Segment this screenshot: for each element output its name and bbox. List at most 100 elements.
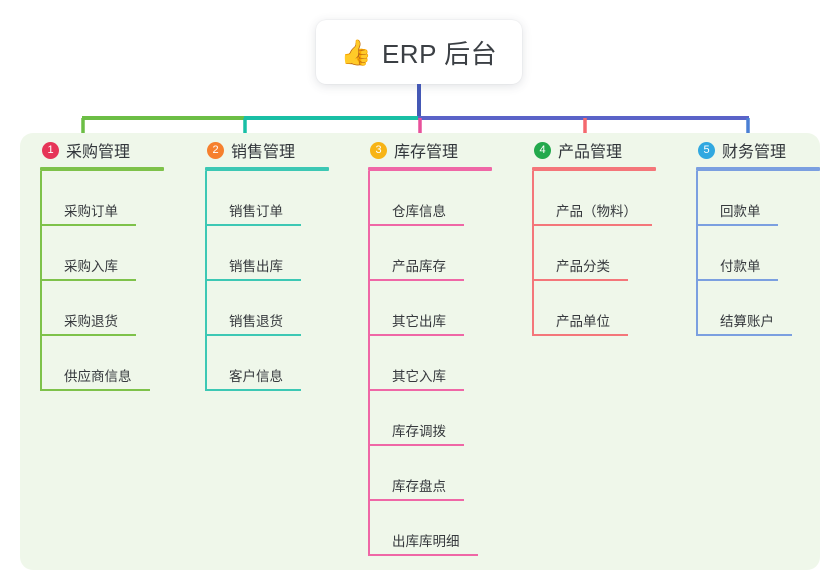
thumbs-up-icon: 👍 xyxy=(340,37,372,67)
column-container: 1 采购管理采购订单采购入库采购退货供应商信息 2 销售管理销售订单销售出库销售退货客… xyxy=(20,133,820,570)
list-item[interactable]: 出库库明细 xyxy=(370,501,512,556)
diagram-title: ERP 后台 xyxy=(381,38,498,69)
list-item[interactable]: 采购订单 xyxy=(42,171,185,226)
list-item-label: 其它出库 xyxy=(392,314,446,329)
list-item-label: 销售退货 xyxy=(229,314,283,329)
list-item-label: 回款单 xyxy=(720,204,761,219)
list-item-label: 销售出库 xyxy=(229,259,283,274)
column-spine xyxy=(696,171,698,336)
list-item-label: 结算账户 xyxy=(720,314,774,329)
list-item-rule xyxy=(370,389,464,391)
list-item[interactable]: 仓库信息 xyxy=(370,171,512,226)
list-item-label: 产品库存 xyxy=(392,259,446,274)
diagram-panel xyxy=(20,133,820,570)
list-item-rule xyxy=(370,279,464,281)
list-item-label: 销售订单 xyxy=(229,204,283,219)
column-header[interactable]: 2 销售管理 xyxy=(185,133,348,167)
list-item-rule xyxy=(370,224,464,226)
list-item[interactable]: 客户信息 xyxy=(207,336,348,391)
list-item-label: 产品分类 xyxy=(556,259,610,274)
list-item-label: 其它入库 xyxy=(392,369,446,384)
column-2: 2 销售管理销售订单销售出库销售退货客户信息 xyxy=(185,133,348,570)
list-item-rule xyxy=(370,334,464,336)
column-title: 库存管理 xyxy=(394,144,459,161)
column-5: 5 财务管理回款单付款单结算账户 xyxy=(676,133,820,570)
list-item-rule xyxy=(534,334,628,336)
column-header-rule xyxy=(40,167,164,171)
column-1: 1 采购管理采购订单采购入库采购退货供应商信息 xyxy=(20,133,185,570)
list-item-label: 仓库信息 xyxy=(392,204,446,219)
column-number-badge: 2 xyxy=(207,141,224,159)
list-item-rule xyxy=(370,554,478,556)
list-item-label: 库存调拨 xyxy=(392,424,446,439)
column-header-rule xyxy=(696,167,820,171)
list-item-label: 供应商信息 xyxy=(64,369,132,384)
list-item[interactable]: 付款单 xyxy=(698,226,820,281)
list-item-label: 库存盘点 xyxy=(392,479,446,494)
list-item[interactable]: 产品库存 xyxy=(370,226,512,281)
list-item-label: 产品（物料） xyxy=(556,204,637,219)
list-item-label: 出库库明细 xyxy=(392,534,460,549)
list-item-rule xyxy=(698,334,792,336)
column-header-rule xyxy=(532,167,656,171)
column-header-rule xyxy=(368,167,492,171)
column-header[interactable]: 5 财务管理 xyxy=(676,133,820,167)
column-items: 采购订单采购入库采购退货供应商信息 xyxy=(40,171,185,391)
list-item[interactable]: 库存盘点 xyxy=(370,446,512,501)
column-spine xyxy=(368,171,370,556)
list-item-rule xyxy=(42,389,150,391)
column-items: 销售订单销售出库销售退货客户信息 xyxy=(205,171,348,391)
list-item-label: 采购退货 xyxy=(64,314,118,329)
list-item-label: 客户信息 xyxy=(229,369,283,384)
list-item[interactable]: 采购退货 xyxy=(42,281,185,336)
list-item-rule xyxy=(370,444,464,446)
list-item[interactable]: 回款单 xyxy=(698,171,820,226)
list-item[interactable]: 结算账户 xyxy=(698,281,820,336)
list-item[interactable]: 其它入库 xyxy=(370,336,512,391)
column-title: 采购管理 xyxy=(66,144,131,161)
column-number-badge: 1 xyxy=(42,141,59,159)
column-header[interactable]: 1 采购管理 xyxy=(20,133,185,167)
list-item[interactable]: 产品分类 xyxy=(534,226,676,281)
list-item[interactable]: 产品（物料） xyxy=(534,171,676,226)
list-item[interactable]: 供应商信息 xyxy=(42,336,185,391)
list-item[interactable]: 其它出库 xyxy=(370,281,512,336)
list-item-rule xyxy=(207,334,301,336)
list-item-rule xyxy=(207,279,301,281)
column-title: 产品管理 xyxy=(558,144,623,161)
column-number-badge: 4 xyxy=(534,141,551,159)
column-4: 4 产品管理产品（物料） 产品分类产品单位 xyxy=(512,133,676,570)
list-item[interactable]: 销售退货 xyxy=(207,281,348,336)
list-item-label: 产品单位 xyxy=(556,314,610,329)
column-header[interactable]: 3 库存管理 xyxy=(348,133,512,167)
list-item[interactable]: 产品单位 xyxy=(534,281,676,336)
list-item[interactable]: 库存调拨 xyxy=(370,391,512,446)
list-item-rule xyxy=(207,224,301,226)
column-spine xyxy=(532,171,534,336)
column-title: 财务管理 xyxy=(722,144,787,161)
list-item[interactable]: 采购入库 xyxy=(42,226,185,281)
column-spine xyxy=(205,171,207,391)
column-items: 产品（物料） 产品分类产品单位 xyxy=(532,171,676,336)
list-item[interactable]: 销售订单 xyxy=(207,171,348,226)
list-item-rule xyxy=(698,224,778,226)
list-item-rule xyxy=(534,224,652,226)
list-item-rule xyxy=(370,499,464,501)
column-number-badge: 3 xyxy=(370,141,387,159)
list-item-rule xyxy=(42,334,136,336)
column-number-badge: 5 xyxy=(698,141,715,159)
column-spine xyxy=(40,171,42,391)
column-3: 3 库存管理仓库信息产品库存其它出库其它入库库存调拨库存盘点出库库明细 xyxy=(348,133,512,570)
column-header[interactable]: 4 产品管理 xyxy=(512,133,676,167)
list-item-rule xyxy=(534,279,628,281)
list-item[interactable]: 销售出库 xyxy=(207,226,348,281)
column-items: 回款单付款单结算账户 xyxy=(696,171,820,336)
list-item-label: 付款单 xyxy=(720,259,761,274)
list-item-rule xyxy=(698,279,778,281)
list-item-rule xyxy=(42,279,136,281)
column-header-rule xyxy=(205,167,329,171)
column-items: 仓库信息产品库存其它出库其它入库库存调拨库存盘点出库库明细 xyxy=(368,171,512,556)
list-item-label: 采购订单 xyxy=(64,204,118,219)
column-title: 销售管理 xyxy=(231,144,296,161)
